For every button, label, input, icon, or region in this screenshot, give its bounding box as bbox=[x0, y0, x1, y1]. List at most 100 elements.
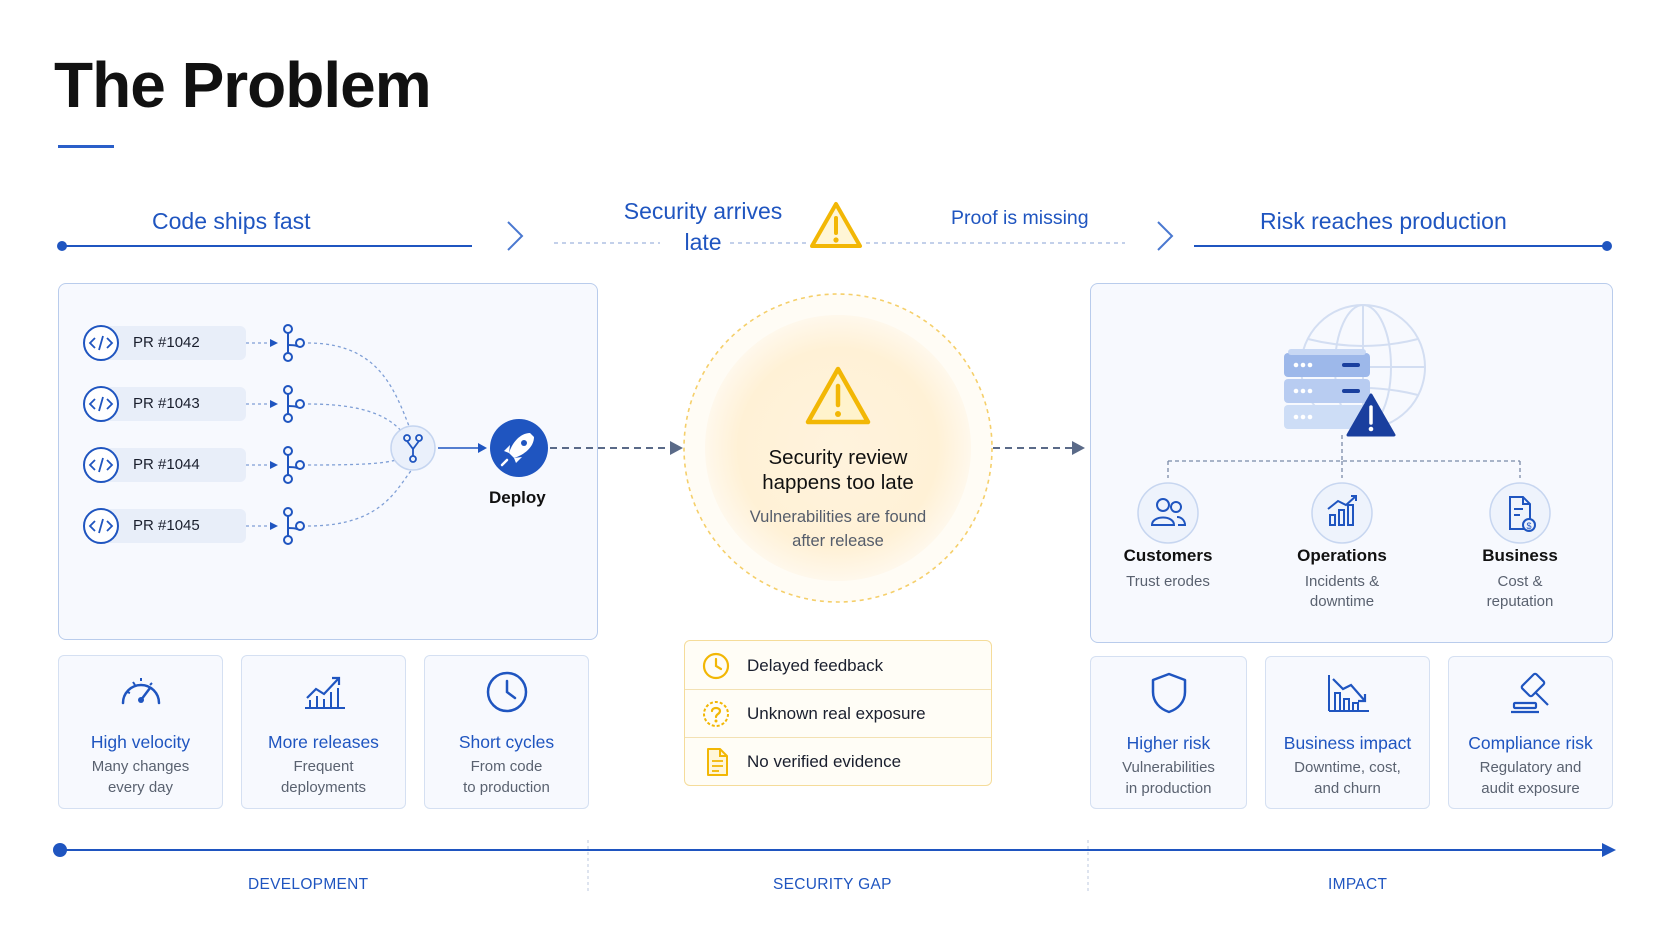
phase-proof-missing: Proof is missing bbox=[951, 207, 1089, 229]
card-subtitle: Regulatory and audit exposure bbox=[1449, 757, 1612, 799]
pr-pill[interactable] bbox=[100, 509, 246, 543]
phase-security-line-1: Security arrives bbox=[623, 198, 783, 224]
git-branch-icon bbox=[283, 507, 305, 545]
pr-pill[interactable] bbox=[100, 326, 246, 360]
security-review-subtitle-line: after release bbox=[792, 532, 884, 550]
pr-pill[interactable] bbox=[100, 448, 246, 482]
chevron-right-icon bbox=[507, 221, 524, 251]
chevron-right-icon bbox=[1157, 221, 1174, 251]
clock-icon bbox=[486, 671, 527, 713]
document-icon bbox=[707, 748, 728, 776]
phase-header-lines bbox=[57, 202, 1612, 251]
impact-panel bbox=[1090, 283, 1613, 643]
security-review-subtitle-line: Vulnerabilities are found bbox=[749, 508, 927, 526]
card-title: Short cycles bbox=[458, 732, 555, 752]
card-subtitle-line: to production bbox=[463, 779, 550, 796]
card-title: Compliance risk bbox=[1468, 733, 1593, 753]
trend-up-chart-icon bbox=[304, 676, 345, 709]
card-subtitle-line: audit exposure bbox=[1481, 780, 1580, 797]
merge-node-icon bbox=[390, 425, 436, 471]
question-icon bbox=[703, 701, 729, 727]
issue-label: No verified evidence bbox=[747, 752, 902, 771]
impact-node-subtitle-line: Trust erodes bbox=[1126, 573, 1210, 590]
pr-label: PR #1045 bbox=[133, 517, 200, 534]
warning-icon bbox=[810, 202, 862, 248]
card-subtitle: Frequent deployments bbox=[242, 756, 405, 798]
rocket-icon bbox=[490, 419, 548, 477]
card-subtitle-line: deployments bbox=[280, 779, 367, 796]
pr-flow-diagram bbox=[246, 324, 548, 545]
security-review-title-line: happens too late bbox=[762, 471, 914, 494]
title-underline bbox=[58, 145, 114, 148]
gavel-icon bbox=[1510, 672, 1549, 714]
card-subtitle-line: From code bbox=[470, 758, 543, 775]
card-subtitle-line: in production bbox=[1125, 780, 1212, 797]
git-branch-icon bbox=[283, 446, 305, 484]
impact-node-subtitle: Trust erodes bbox=[1098, 572, 1238, 592]
code-icon bbox=[83, 447, 119, 483]
card-title: Higher risk bbox=[1126, 733, 1211, 753]
impact-node-subtitle-line: reputation bbox=[1486, 593, 1554, 610]
speedometer-icon bbox=[121, 678, 160, 705]
business-node bbox=[1489, 482, 1551, 544]
code-icon bbox=[83, 508, 119, 544]
impact-node-subtitle-line: Cost & bbox=[1497, 573, 1543, 590]
impact-node-subtitle-line: downtime bbox=[1309, 593, 1375, 610]
security-review-subtitle: Vulnerabilities are found after release bbox=[688, 505, 988, 553]
code-icon bbox=[83, 325, 119, 361]
card-subtitle-line: Downtime, cost, bbox=[1294, 759, 1401, 776]
server-icon bbox=[1284, 349, 1370, 429]
impact-node-title: Customers bbox=[1123, 546, 1213, 565]
impact-diagram: $ bbox=[1137, 304, 1551, 544]
impact-node-subtitle: Incidents & downtime bbox=[1272, 572, 1412, 612]
code-icon bbox=[83, 386, 119, 422]
timeline-label-impact: IMPACT bbox=[1328, 876, 1388, 893]
deploy-label: Deploy bbox=[489, 488, 546, 507]
pr-label: PR #1044 bbox=[133, 456, 200, 473]
document-money-icon: $ bbox=[1509, 496, 1536, 532]
divider bbox=[685, 737, 991, 738]
card-title: More releases bbox=[268, 732, 379, 752]
card-subtitle-line: and churn bbox=[1314, 780, 1381, 797]
card-subtitle-line: Regulatory and bbox=[1479, 759, 1582, 776]
card-more-releases: More releases Frequent deployments bbox=[241, 655, 406, 809]
page-title: The Problem bbox=[54, 49, 432, 121]
pr-label: PR #1042 bbox=[133, 334, 200, 351]
card-short-cycles: Short cycles From code to production bbox=[424, 655, 589, 809]
card-subtitle-line: Many changes bbox=[91, 758, 190, 775]
divider bbox=[685, 689, 991, 690]
declining-chart-icon bbox=[1327, 675, 1369, 712]
impact-node-title: Business bbox=[1482, 546, 1558, 565]
card-subtitle-line: Frequent bbox=[293, 758, 354, 775]
impact-node-title: Operations bbox=[1297, 546, 1387, 565]
security-review-title-line: Security review bbox=[768, 446, 908, 469]
timeline-label-development: DEVELOPMENT bbox=[248, 876, 369, 893]
operations-node bbox=[1311, 482, 1373, 544]
security-gap-diagram bbox=[550, 293, 1085, 603]
bar-chart-icon bbox=[1327, 495, 1357, 526]
security-review-title: Security review happens too late bbox=[688, 445, 988, 495]
svg-text:$: $ bbox=[1526, 521, 1531, 531]
card-subtitle: From code to production bbox=[425, 756, 588, 798]
impact-node-subtitle-line: Incidents & bbox=[1304, 573, 1380, 590]
clock-icon bbox=[702, 652, 730, 680]
timeline-label-security-gap: SECURITY GAP bbox=[773, 876, 892, 893]
pr-label: PR #1043 bbox=[133, 395, 200, 412]
timeline-axis bbox=[53, 840, 1616, 892]
card-title: High velocity bbox=[90, 732, 191, 752]
security-gap-issues: Delayed feedback Unknown real exposure N… bbox=[684, 640, 992, 786]
pr-pill[interactable] bbox=[100, 387, 246, 421]
impact-node-subtitle: Cost & reputation bbox=[1450, 572, 1590, 612]
git-branch-icon bbox=[283, 324, 305, 362]
card-title: Business impact bbox=[1283, 733, 1412, 753]
code-icons bbox=[83, 325, 119, 544]
warning-icon bbox=[1346, 393, 1396, 437]
card-business-impact: Business impact Downtime, cost, and churn bbox=[1265, 656, 1430, 809]
warning-icon bbox=[805, 366, 871, 425]
phase-security-arrives-late: Security arrives late bbox=[610, 198, 796, 256]
users-icon bbox=[1150, 498, 1187, 526]
issue-label: Delayed feedback bbox=[747, 656, 884, 675]
